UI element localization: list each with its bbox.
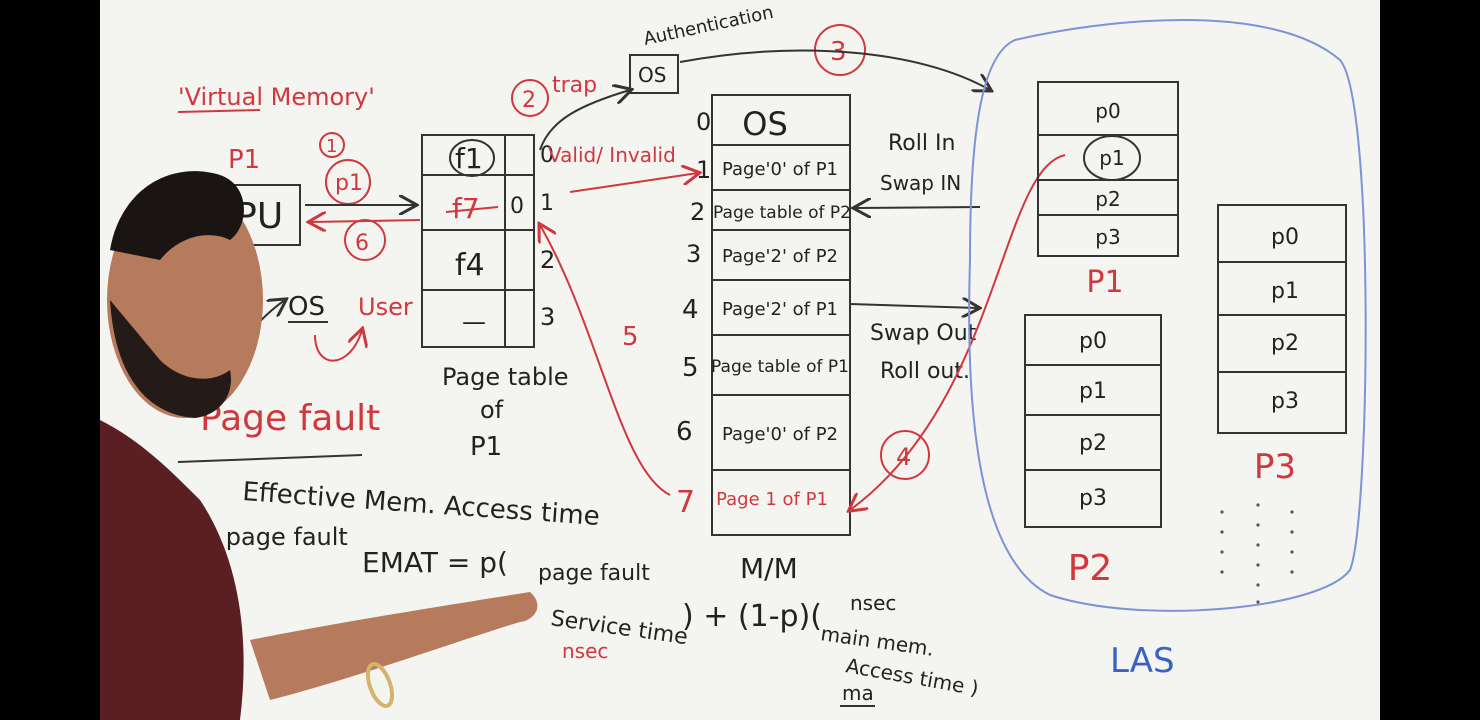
step4-circle [880, 430, 930, 480]
las-p2-page-0: p0 [1079, 329, 1107, 354]
emat-nsec: nsec [850, 591, 896, 615]
las-p3-page-2: p2 [1271, 331, 1299, 356]
pt-index-1: 1 [540, 191, 554, 216]
page-fault-title: Page fault [200, 398, 380, 439]
pt-index-2: 2 [540, 246, 555, 274]
step2-circle [511, 79, 549, 117]
mm-index-4: 4 [682, 295, 699, 325]
las-p2-name: P2 [1068, 548, 1113, 589]
pt-bit-1: 0 [510, 194, 524, 219]
emat-nsec-red: nsec [562, 639, 608, 663]
emat-plus-term: ) + (1-p)( [682, 599, 822, 634]
main-memory [711, 94, 851, 536]
arrow-swap-in [855, 207, 981, 208]
las-p2-page-2: p2 [1079, 431, 1107, 456]
arrow-trap [539, 90, 630, 151]
las-label: LAS [1110, 641, 1175, 681]
virtual-memory-title: 'Virtual Memory' [178, 83, 375, 111]
presenter-figure [100, 171, 538, 720]
arrow-step4 [850, 154, 1066, 510]
roll-out-label: Roll out. [880, 359, 970, 384]
las-p3-dots [1220, 503, 1294, 604]
trap-label: trap [552, 73, 597, 98]
mm-index-1: 1 [696, 156, 711, 184]
step2-label: 2 [522, 88, 536, 113]
valid-invalid-label: Valid/ Invalid [548, 143, 676, 167]
arrow-swap-out [849, 304, 978, 308]
arrow-step5 [540, 225, 671, 496]
mm-frame-6: Page'0' of P2 [722, 424, 838, 445]
step1-label: 1 [326, 136, 337, 157]
emat-main-mem: main mem. [819, 621, 935, 661]
mm-index-0: 0 [696, 108, 711, 136]
pt-frame-0: f1 [455, 142, 483, 175]
pt-index-0: 0 [540, 143, 554, 168]
arrow-invalid-to-mm [569, 173, 698, 193]
swap-in-label: Swap IN [880, 171, 961, 195]
las-boundary [968, 19, 1367, 612]
mm-index-2: 2 [690, 198, 705, 226]
os-box-label: OS [638, 63, 666, 87]
os-label: OS [288, 292, 325, 322]
user-os-arrow [314, 330, 362, 362]
mm-index-6: 6 [676, 417, 693, 447]
mm-label: M/M [740, 552, 798, 585]
whiteboard-drawing: 'Virtual Memory' P1 1 p1 CPU 6 OS User P… [100, 2, 1367, 720]
pt-caption-2: of [480, 396, 504, 424]
step1-circle [319, 132, 345, 158]
page-fault-underline [177, 454, 363, 463]
arrow-os-to-las [679, 49, 990, 90]
p1-label: P1 [228, 145, 260, 175]
las-p2-page-1: p1 [1079, 379, 1107, 404]
mm-frame-4: Page'2' of P1 [722, 299, 838, 320]
las-p3-page-3: p3 [1271, 389, 1299, 414]
las-p2-box [1024, 314, 1162, 528]
swap-out-label: Swap Out [870, 321, 977, 346]
las-p3-page-1: p1 [1271, 279, 1299, 304]
pt-frame-2: f4 [455, 248, 485, 283]
os-box [629, 54, 679, 94]
emat-equation: EMAT = p( [362, 546, 508, 579]
step4-label: 4 [896, 443, 911, 471]
las-p3-box [1217, 204, 1347, 434]
emat-ma: ma [842, 681, 874, 705]
step6-label: 6 [355, 231, 369, 256]
pt-caption-3: P1 [470, 432, 502, 462]
pt-frame-3: — [462, 308, 486, 336]
las-p3-name: P3 [1254, 447, 1296, 487]
las-p1-page-2: p2 [1095, 187, 1120, 211]
pt-frame-0-circle [449, 139, 495, 177]
authentication-label: Authentication [642, 2, 776, 50]
mm-index-7: 7 [676, 485, 695, 520]
whiteboard: 'Virtual Memory' P1 1 p1 CPU 6 OS User P… [100, 0, 1380, 720]
mm-frame-3: Page'2' of P2 [722, 246, 838, 267]
emat-page-fault: page fault [538, 561, 650, 586]
las-p2-page-3: p3 [1079, 486, 1107, 511]
las-p1-page-1-circle [1083, 135, 1141, 181]
mm-frame-0: OS [742, 105, 788, 143]
las-p1-name: P1 [1086, 265, 1123, 300]
step5-label: 5 [622, 322, 639, 352]
las-p1-page-0: p0 [1095, 99, 1120, 123]
mm-index-5: 5 [682, 353, 699, 383]
request-label: p1 [335, 171, 363, 196]
pt-index-3: 3 [540, 303, 555, 331]
pt-caption-1: Page table [442, 363, 569, 391]
mm-frame-7: Page 1 of P1 [716, 489, 828, 510]
mm-frame-5: Page table of P1 [711, 357, 849, 377]
mm-index-3: 3 [686, 240, 701, 268]
roll-in-label: Roll In [888, 131, 955, 156]
mm-frame-1: Page'0' of P1 [722, 159, 838, 180]
mm-frame-2: Page table of P2 [713, 203, 851, 223]
left-letterbox [0, 0, 100, 720]
las-p1-page-1: p1 [1099, 146, 1124, 170]
user-label: User [358, 293, 413, 321]
page-table [421, 134, 535, 348]
right-letterbox [1380, 0, 1480, 720]
las-p3-page-0: p0 [1271, 225, 1299, 250]
step6-circle [344, 219, 386, 261]
las-p1-page-3: p3 [1095, 225, 1120, 249]
